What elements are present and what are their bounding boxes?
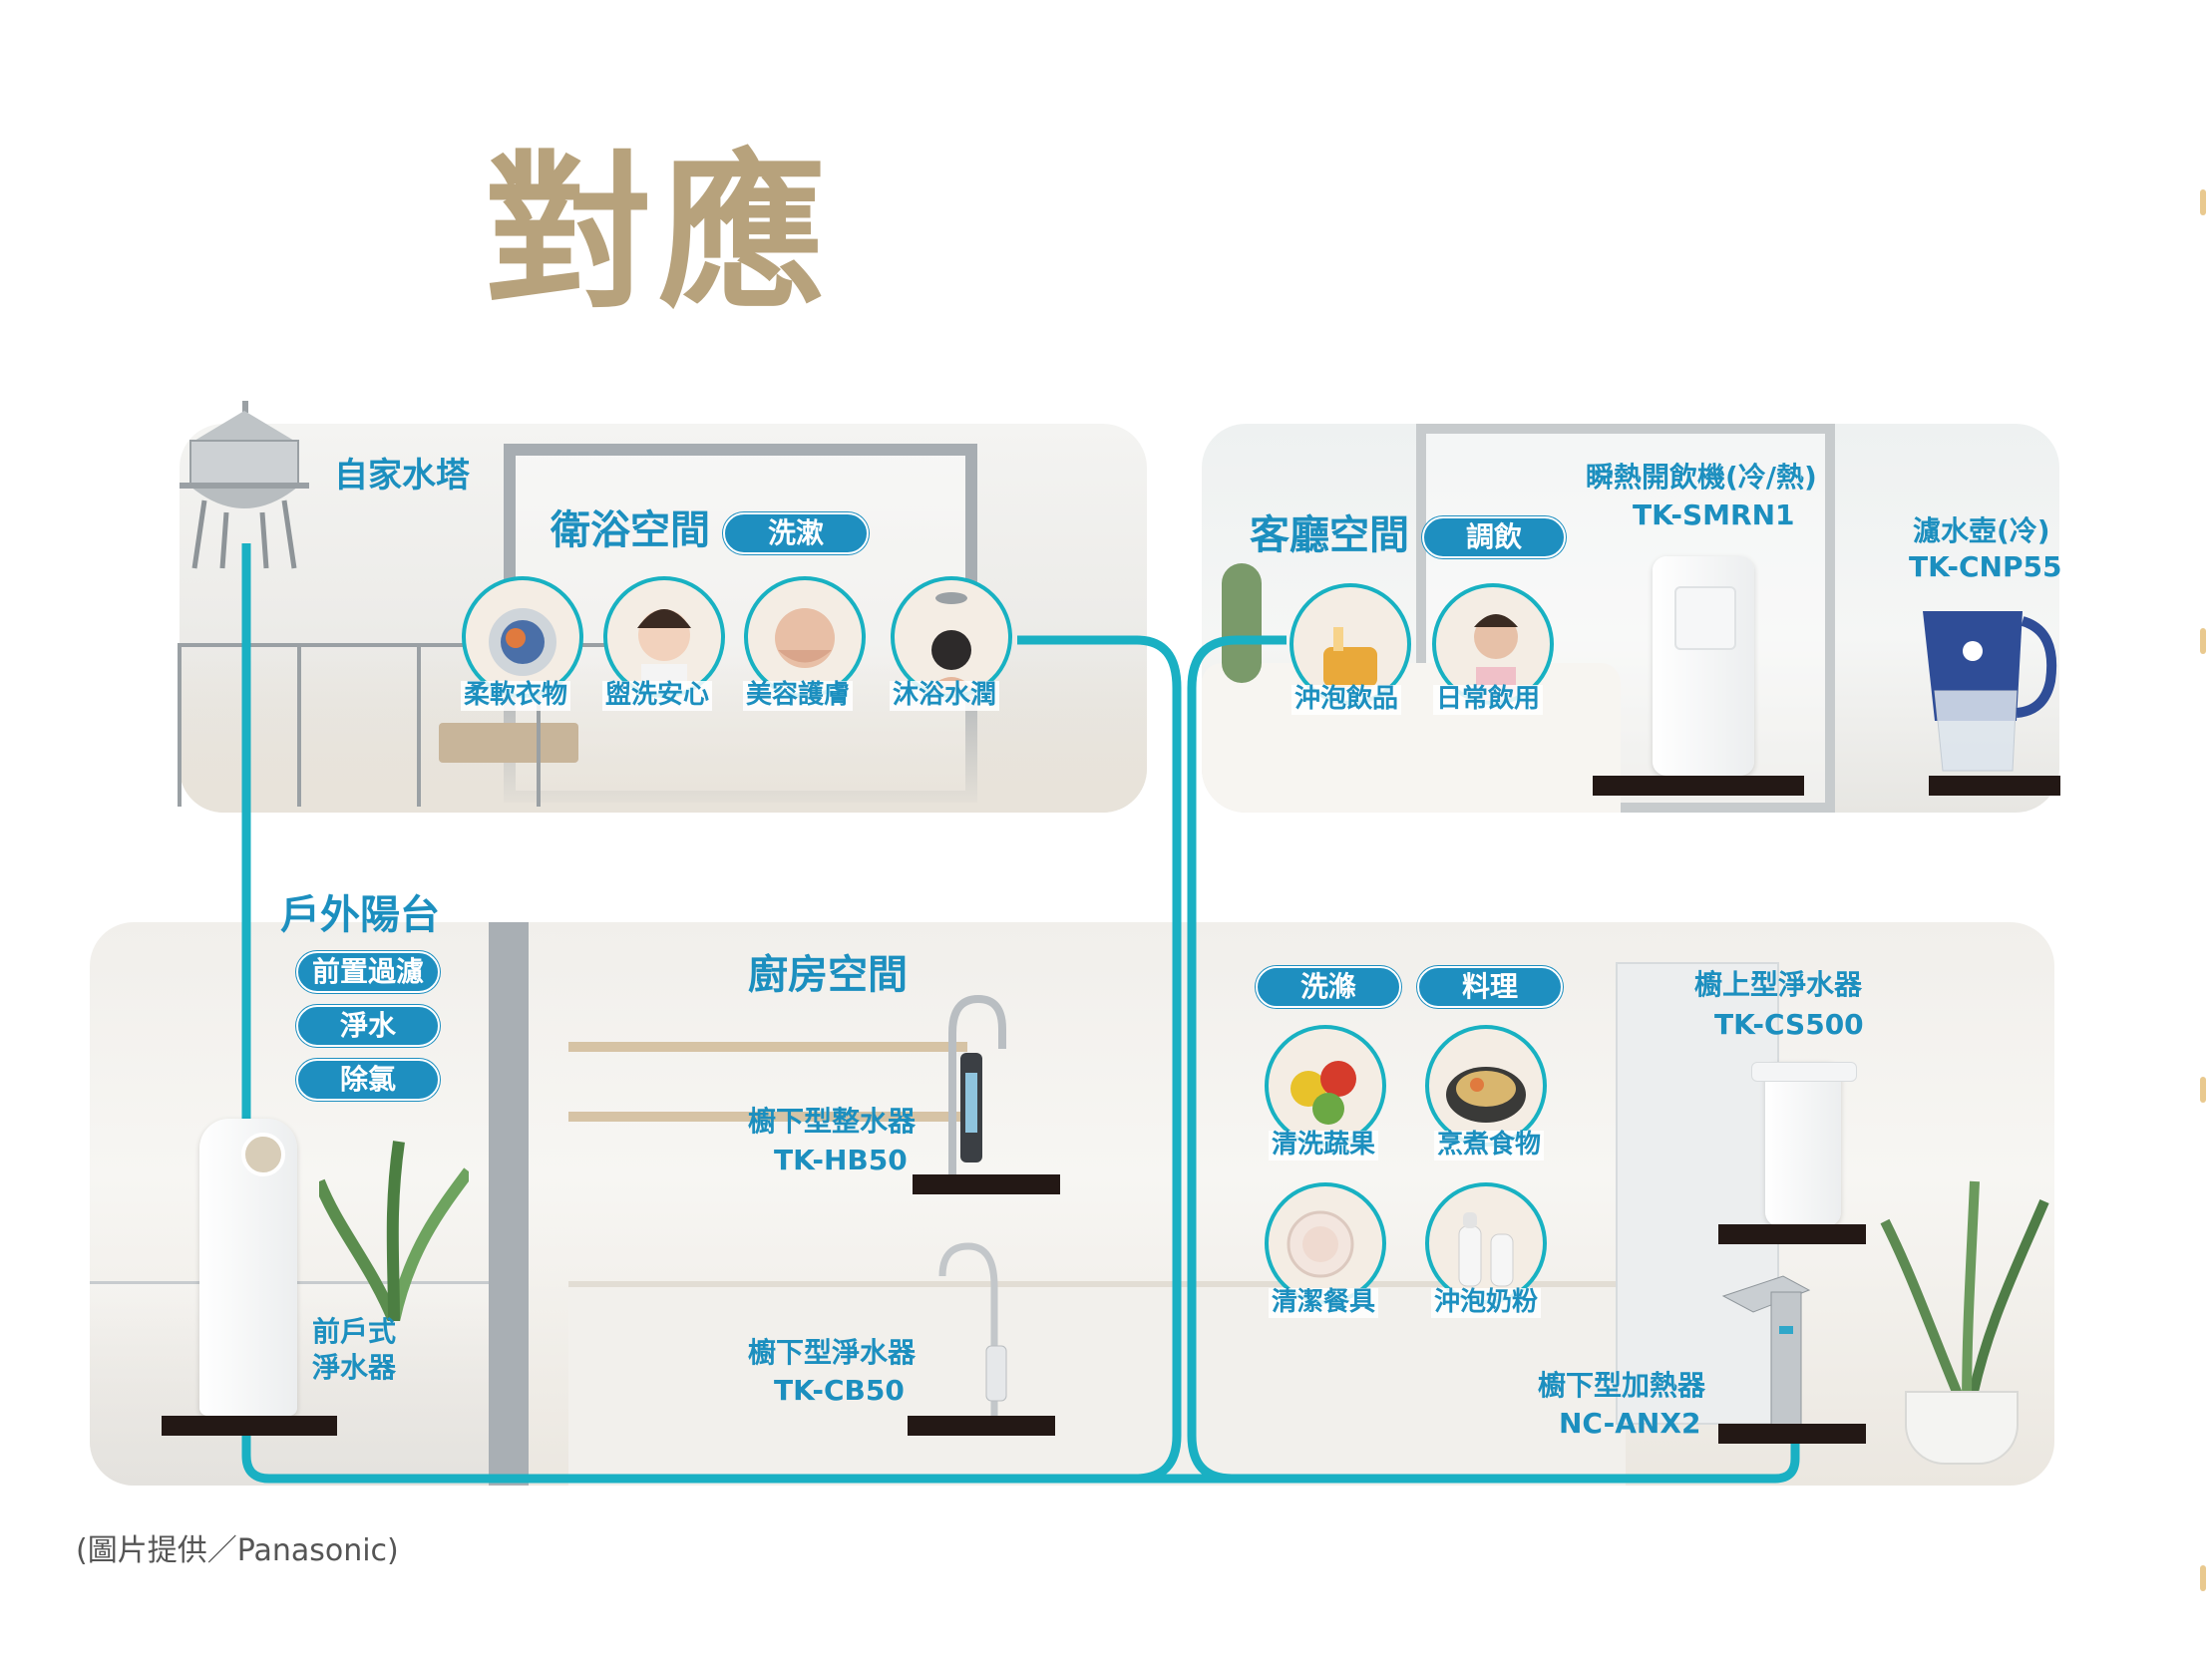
product-shelf: [913, 1174, 1060, 1194]
kitchen-product-model: TK-CS500: [1714, 1008, 1864, 1041]
outdoor-tag: 前置過濾: [296, 951, 440, 993]
circle-laundry-icon: [462, 576, 583, 698]
plant-pot: [1905, 1391, 2019, 1465]
whole-house-filter-name-1: 前戶式: [312, 1315, 397, 1348]
product-shelf: [908, 1416, 1055, 1436]
kitchen-shelf: [568, 1042, 967, 1052]
plant-right: [1875, 1161, 2054, 1421]
edge-mark: [2200, 1565, 2206, 1591]
living-tag: 調飲: [1422, 516, 1566, 558]
circle-cooking-icon: [1425, 1025, 1547, 1147]
bathroom-circle-caption: 盥洗安心: [602, 680, 713, 711]
edge-mark: [2200, 628, 2206, 654]
circle-baby-bottle-icon: [1425, 1182, 1547, 1304]
product-shelf: [1718, 1424, 1866, 1444]
circle-daily-drink-icon: [1432, 583, 1554, 705]
living-circle-caption: 沖泡飲品: [1291, 684, 1402, 715]
balcony-railing: [178, 643, 656, 807]
kitchen-tag: 洗滌: [1256, 966, 1401, 1008]
bath-bench: [439, 723, 578, 763]
kitchen-circle-caption: 清洗蔬果: [1269, 1130, 1379, 1161]
living-room-scene: [1202, 424, 2059, 813]
dispenser-model: TK-SMRN1: [1633, 498, 1795, 531]
fridge: [1616, 962, 1779, 1425]
bathroom-circle-caption: 沐浴水潤: [890, 680, 1000, 711]
plant: [1222, 563, 1262, 683]
dispenser-shelf: [1593, 776, 1804, 796]
edge-mark: [2200, 189, 2206, 215]
kitchen-product-model: TK-HB50: [774, 1144, 908, 1176]
kitchen-tag: 料理: [1417, 966, 1563, 1008]
edge-mark: [2200, 1077, 2206, 1103]
faucet-ionizer-icon: [913, 993, 1012, 1182]
wall-pillar: [489, 922, 529, 1486]
countertop-filter-icon: [1751, 1062, 1857, 1226]
kitchen-product-name: 櫥下型加熱器: [1538, 1369, 1706, 1402]
living-circle-caption: 日常飲用: [1433, 684, 1544, 715]
bathroom-circle-caption: 美容護膚: [743, 680, 854, 711]
kitchen-product-name: 櫥下型整水器: [748, 1105, 917, 1138]
circle-shower-icon: [891, 576, 1012, 698]
circle-brew-drink-icon: [1290, 583, 1411, 705]
kitchen-product-name: 櫥下型淨水器: [748, 1336, 917, 1369]
bathroom-tag: 洗漱: [723, 512, 869, 554]
kitchen-title: 廚房空間: [748, 952, 908, 998]
filter-shelf: [162, 1416, 337, 1436]
faucet-filter-icon: [932, 1236, 1032, 1421]
kitchen-circle-caption: 清潔餐具: [1269, 1287, 1379, 1318]
living-title: 客廳空間: [1250, 512, 1409, 558]
page-title: 對應: [485, 136, 832, 331]
circle-dishes-icon: [1265, 1182, 1386, 1304]
water-dispenser-icon: [1653, 556, 1754, 776]
bathroom-circle-caption: 柔軟衣物: [461, 680, 571, 711]
kitchen-circle-caption: 沖泡奶粉: [1431, 1287, 1542, 1318]
outdoor-tag: 淨水: [296, 1005, 440, 1047]
product-shelf: [1718, 1224, 1866, 1244]
image-credit-caption: (圖片提供／Panasonic): [76, 1533, 399, 1568]
whole-house-filter-icon: [199, 1119, 297, 1416]
kitchen-product-model: TK-CB50: [774, 1374, 905, 1407]
outdoor-title: 戶外陽台: [280, 892, 440, 938]
kitchen-product-name: 櫥上型淨水器: [1694, 968, 1863, 1001]
bathroom-title: 衛浴空間: [551, 507, 710, 553]
dispenser-name: 瞬熱開飲機(冷/熱): [1586, 461, 1817, 494]
pitcher-shelf: [1929, 776, 2060, 796]
water-tower-label: 自家水塔: [334, 456, 470, 496]
circle-vegetables-icon: [1265, 1025, 1386, 1147]
plant-left: [313, 1122, 474, 1324]
kitchen-circle-caption: 烹煮食物: [1434, 1130, 1545, 1161]
heater-faucet-icon: [1713, 1266, 1823, 1427]
sofa: [1202, 663, 1621, 813]
outdoor-tag: 除氯: [296, 1059, 440, 1101]
water-pitcher-icon: [1913, 601, 2062, 776]
pitcher-model: TK-CNP55: [1909, 550, 2062, 583]
pitcher-name: 濾水壺(冷): [1913, 514, 2050, 547]
whole-house-filter-name-2: 淨水器: [312, 1351, 397, 1384]
kitchen-product-model: NC-ANX2: [1559, 1407, 1701, 1440]
water-tower-icon: [175, 401, 314, 570]
kitchen-shelf: [568, 1112, 967, 1122]
